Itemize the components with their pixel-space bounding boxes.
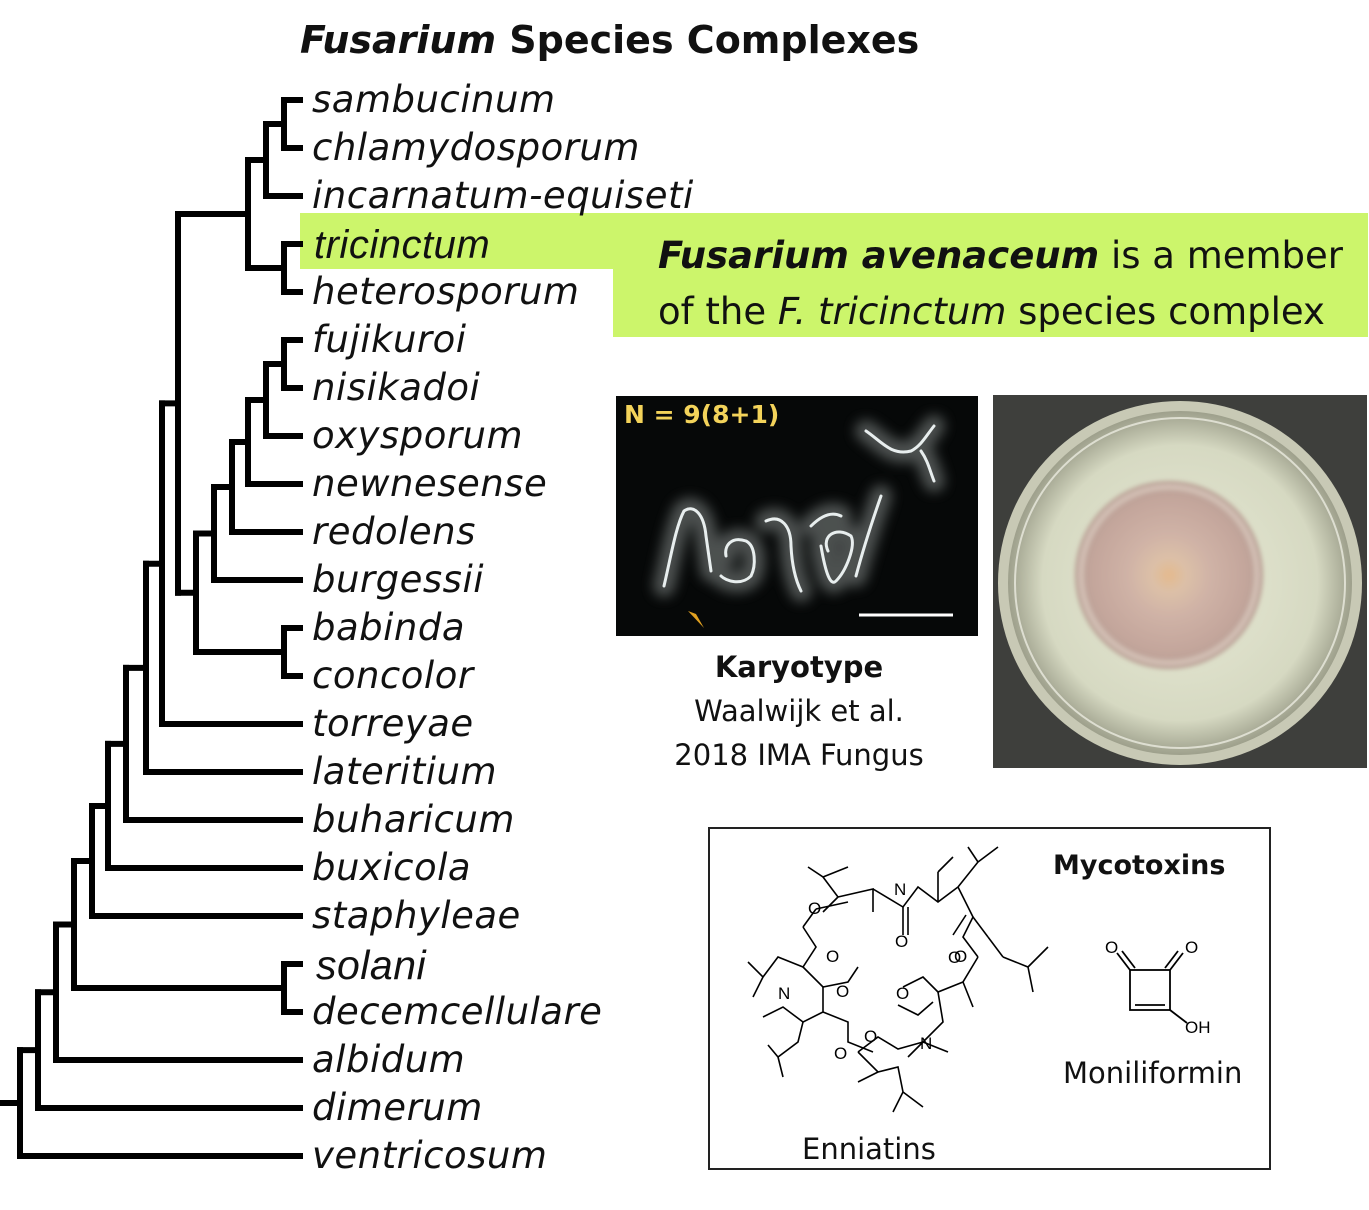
moniliformin-structure: O O OH [1095, 935, 1225, 1045]
species-label-staphyleae: staphyleae [312, 897, 521, 934]
karyotype-caption: Karyotype Waalwijk et al. 2018 IMA Fungu… [640, 645, 958, 777]
species-label-buxicola: buxicola [312, 849, 471, 886]
species-label-newnesense: newnesense [312, 465, 547, 502]
species-label-decemcellulare: decemcellulare [312, 993, 602, 1030]
atom-o-1: O [808, 899, 821, 918]
atom-o-6: O [836, 982, 849, 1001]
species-label-redolens: redolens [312, 513, 476, 550]
karyotype-caption-author: Waalwijk et al. [640, 689, 958, 733]
species-label-incarnatum-equiseti: incarnatum-equiseti [312, 177, 694, 214]
species-label-fujikuroi: fujikuroi [312, 321, 467, 358]
atom-o-9: O [864, 1027, 877, 1046]
species-label-tricinctum: tricinctum [314, 225, 490, 265]
callout-line1-rest: is a member [1099, 234, 1343, 277]
species-label-torreyae: torreyae [312, 705, 474, 742]
species-label-heterosporum: heterosporum [312, 273, 579, 310]
species-label-ventricosum: ventricosum [312, 1137, 547, 1174]
species-label-solani: solani [316, 945, 426, 986]
species-label-oxysporum: oxysporum [312, 417, 523, 454]
petri-dish-photo [993, 395, 1367, 768]
arrowhead-icon [688, 611, 704, 628]
callout-line2-post: species complex [1006, 290, 1325, 333]
atom-n-1: N [894, 880, 906, 899]
species-label-sambucinum: sambucinum [312, 81, 556, 118]
moniliformin-atom-o-1: O [1105, 938, 1118, 957]
atom-n-2: N [778, 984, 790, 1003]
callout-species: Fusarium avenaceum [658, 234, 1099, 277]
species-label-burgessii: burgessii [312, 561, 484, 598]
karyotype-image: N = 9(8+1) [616, 396, 978, 636]
chromosomes-drawing [616, 396, 978, 636]
callout-text: Fusarium avenaceum is a member of the F.… [658, 228, 1343, 340]
atom-o-3: O [826, 947, 839, 966]
species-label-babinda: babinda [312, 609, 465, 646]
moniliformin-atom-o-2: O [1185, 938, 1198, 957]
atom-o-5: O [954, 947, 967, 966]
title-genus: Fusarium [300, 18, 496, 62]
species-label-concolor: concolor [312, 657, 474, 694]
species-label-albidum: albidum [312, 1041, 465, 1078]
species-label-nisikadoi: nisikadoi [312, 369, 480, 406]
callout-line2-species: F. tricinctum [778, 290, 1006, 333]
petri-dish-drawing [993, 395, 1367, 768]
atom-o-2: O [895, 932, 908, 951]
phylogenetic-tree [0, 0, 310, 1210]
karyotype-caption-title: Karyotype [640, 645, 958, 689]
species-label-chlamydosporum: chlamydosporum [312, 129, 640, 166]
species-label-lateritium: lateritium [312, 753, 497, 790]
enniatins-label: Enniatins [802, 1132, 936, 1166]
karyotype-caption-source: 2018 IMA Fungus [640, 733, 958, 777]
callout-line2-pre: of the [658, 290, 778, 333]
moniliformin-atom-oh: OH [1185, 1018, 1211, 1037]
moniliformin-label: Moniliformin [1063, 1056, 1242, 1090]
species-label-buharicum: buharicum [312, 801, 515, 838]
atom-o-8: O [834, 1044, 847, 1063]
atom-o-7: O [896, 984, 909, 1003]
title-rest: Species Complexes [496, 18, 919, 62]
species-label-dimerum: dimerum [312, 1089, 483, 1126]
atom-n-3: N [920, 1034, 932, 1053]
figure-title: Fusarium Species Complexes [300, 18, 919, 62]
